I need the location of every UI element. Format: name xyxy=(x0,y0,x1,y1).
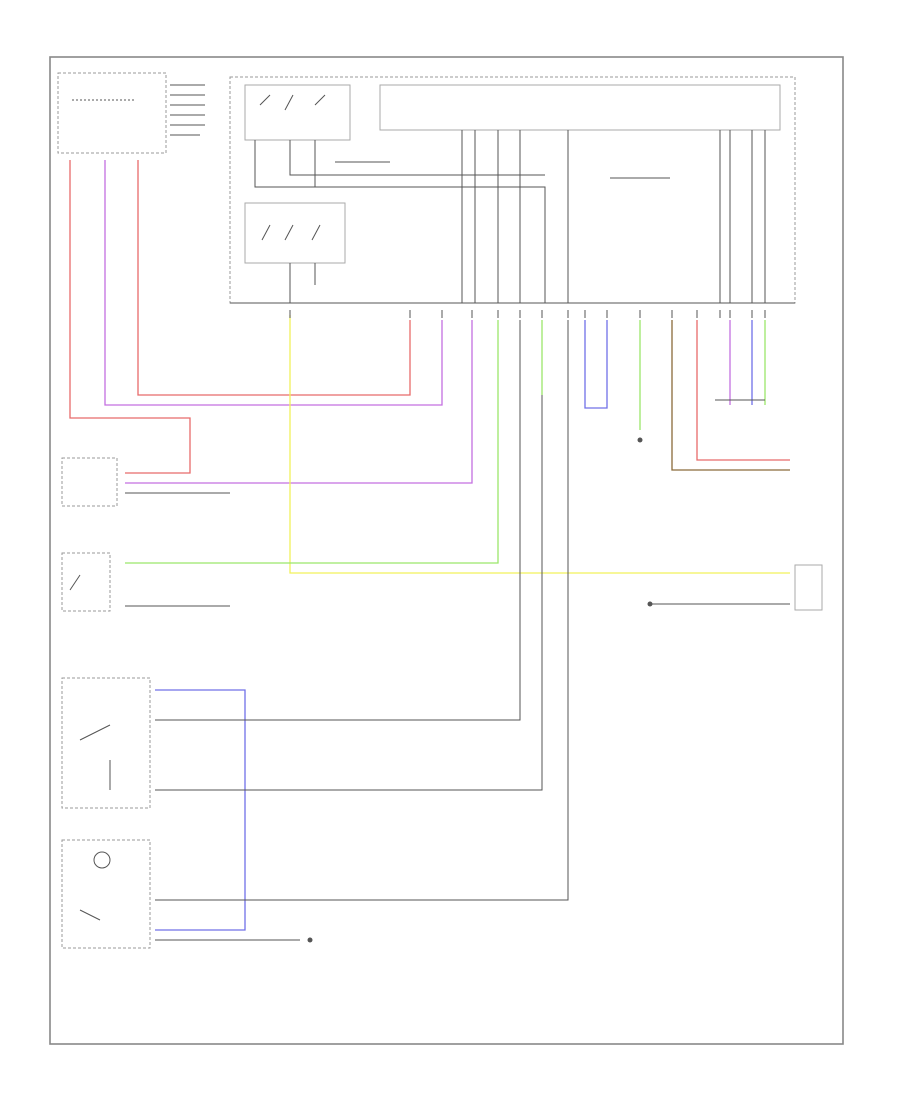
wire-yellow xyxy=(289,315,790,574)
wire-red-2 xyxy=(137,160,411,396)
wire-blue xyxy=(584,320,608,409)
internal-harness xyxy=(254,130,766,303)
light-switch xyxy=(61,457,118,507)
ground-symbol-c xyxy=(307,937,313,943)
diagram-frame xyxy=(49,56,844,1045)
wire-red-1 xyxy=(69,160,191,474)
wire-blue-2 xyxy=(155,689,246,931)
ground-symbol-a xyxy=(637,437,643,443)
fuel-door-component xyxy=(794,564,823,611)
reverse-switch xyxy=(61,552,111,612)
trunk-lock-switch xyxy=(61,839,151,949)
ground-symbol-b xyxy=(647,601,653,607)
control-module xyxy=(229,76,796,304)
wires xyxy=(69,160,790,931)
fuse-box xyxy=(57,72,167,154)
wire-violet-1 xyxy=(104,160,443,406)
wire-green-1 xyxy=(125,320,499,564)
wire-violet-2 xyxy=(125,320,473,484)
wire-brown xyxy=(671,320,790,471)
trunk-lid-switch xyxy=(61,677,151,809)
fuse-box-right-text xyxy=(170,84,205,136)
lower-harness xyxy=(125,320,790,941)
wire-red-3 xyxy=(696,320,790,461)
connector-pins xyxy=(289,310,766,318)
